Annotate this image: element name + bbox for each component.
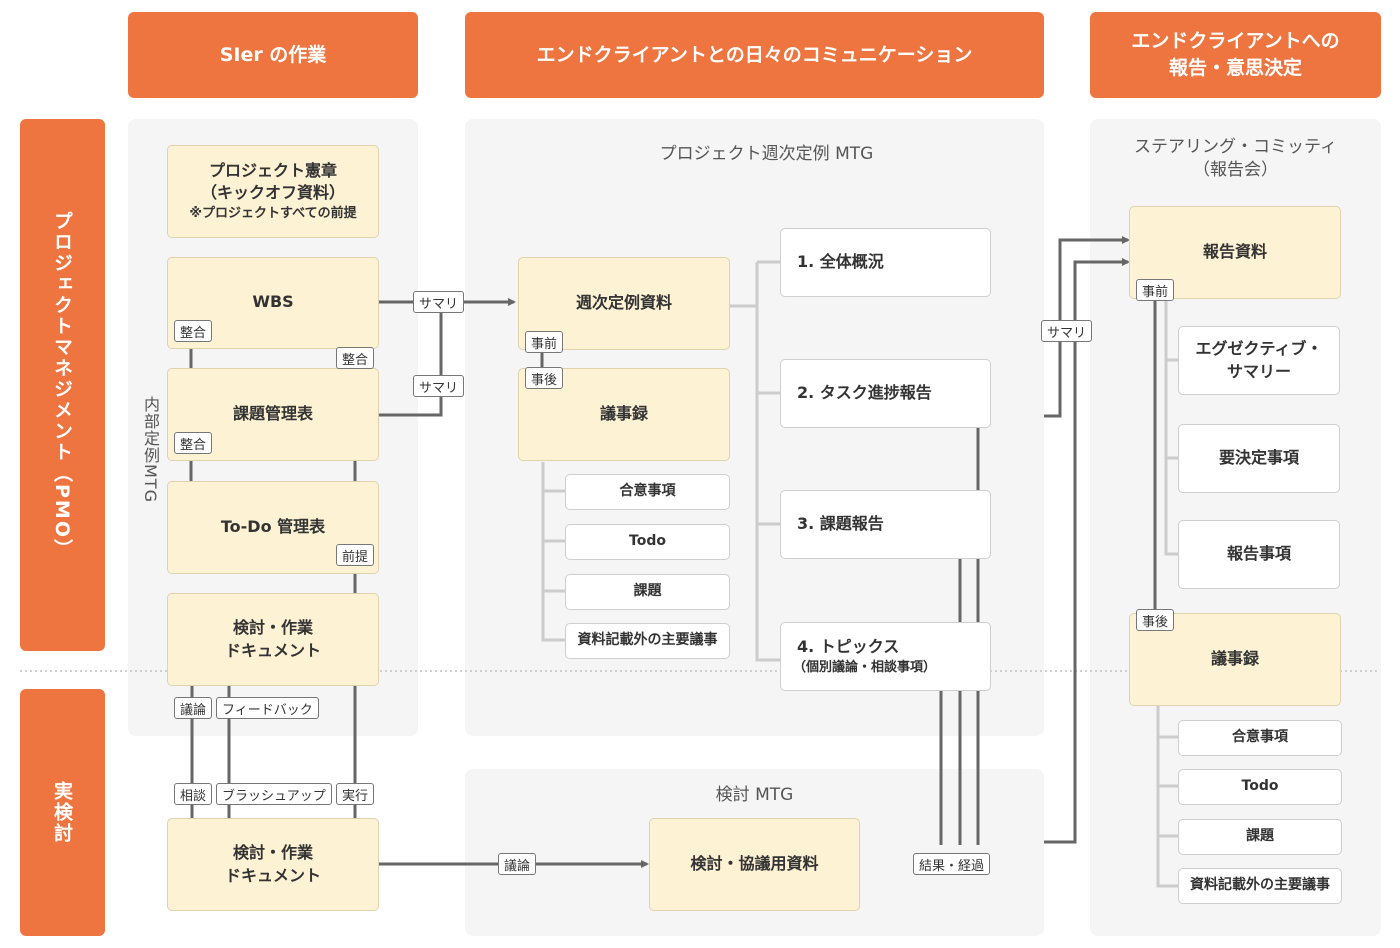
steering-minutes-item: 資料記載外の主要議事 xyxy=(1178,868,1342,904)
steering-minutes-item: 合意事項 xyxy=(1178,720,1342,756)
weekly-minutes-item: 課題 xyxy=(565,574,730,610)
steering-minutes-item: Todo xyxy=(1178,769,1342,805)
steering-minutes-item: 課題 xyxy=(1178,819,1342,855)
tag-result-progress: 結果・経過 xyxy=(913,853,991,875)
project-charter-subtitle: （キックオフ資料） xyxy=(200,183,345,203)
review-doc-line2: ドキュメント xyxy=(224,640,321,660)
tag-discuss-left: 議論 xyxy=(174,697,213,719)
tag-before-steering: 事前 xyxy=(1136,279,1175,301)
steering-committee-title: ステアリング・コミッティ （報告会） xyxy=(1134,137,1337,180)
review-doc-line1: 検討・作業 xyxy=(232,843,313,863)
review-material-box: 検討・協議用資料 xyxy=(649,818,860,911)
tag-consult: 相談 xyxy=(174,783,213,805)
executive-summary-box: エグゼクティブ・ サマリー xyxy=(1178,326,1340,395)
tag-summary-issues: サマリ xyxy=(413,375,465,397)
review-doc-line1: 検討・作業 xyxy=(232,618,313,638)
report-items-box: 報告事項 xyxy=(1178,520,1340,589)
tag-summary-wbs: サマリ xyxy=(413,291,465,313)
internal-mtg-label: 内部定例MTG xyxy=(141,396,160,503)
tag-feedback: フィードバック xyxy=(216,697,319,719)
header-report-decision: エンドクライアントへの 報告・意思決定 xyxy=(1090,12,1381,98)
tag-premise: 前提 xyxy=(336,544,375,566)
header-daily-communication: エンドクライアントとの日々のコミュニケーション xyxy=(465,12,1044,98)
review-mtg-title: 検討 MTG xyxy=(715,785,794,805)
weekly-minutes-item: 合意事項 xyxy=(565,474,730,510)
tag-discuss-review: 議論 xyxy=(498,853,537,875)
agenda-topics-sub: （個別議論・相談事項） xyxy=(793,659,937,675)
project-charter-box: プロジェクト憲章 （キックオフ資料） ※プロジェクトすべての前提 xyxy=(167,145,379,238)
project-charter-title: プロジェクト憲章 xyxy=(208,161,337,181)
tag-execute: 実行 xyxy=(336,783,375,805)
project-charter-note: ※プロジェクトすべての前提 xyxy=(189,205,357,221)
side-label-jikentou: 実検討 xyxy=(20,689,105,936)
tag-brushup: ブラッシュアップ xyxy=(216,783,332,805)
tag-before-weekly: 事前 xyxy=(525,331,564,353)
side-label-pmo: プロジェクトマネジメント（PMO） xyxy=(20,119,105,651)
tag-after-weekly: 事後 xyxy=(525,367,564,389)
weekly-minutes-item: Todo xyxy=(565,524,730,560)
decision-items-box: 要決定事項 xyxy=(1178,424,1340,493)
header-sier-work: SIer の作業 xyxy=(128,12,418,98)
weekly-mtg-title: プロジェクト週次定例 MTG xyxy=(659,144,874,164)
agenda-item-topics: 4. トピックス （個別議論・相談事項） xyxy=(780,622,991,691)
tag-after-steering: 事後 xyxy=(1136,609,1175,631)
weekly-minutes-item: 資料記載外の主要議事 xyxy=(565,623,730,659)
agenda-item-issue-report: 3. 課題報告 xyxy=(780,490,991,559)
tag-align-3: 整合 xyxy=(336,347,375,369)
agenda-topics-label: 4. トピックス xyxy=(797,637,900,657)
tag-summary-steering: サマリ xyxy=(1041,320,1093,342)
agenda-item-overview: 1. 全体概況 xyxy=(780,228,991,297)
tag-align-2: 整合 xyxy=(174,432,213,454)
tag-align-1: 整合 xyxy=(174,320,213,342)
review-doc-line2: ドキュメント xyxy=(224,865,321,885)
review-document-box-pmo: 検討・作業 ドキュメント xyxy=(167,593,379,686)
agenda-item-task-progress: 2. タスク進捗報告 xyxy=(780,359,991,428)
review-document-box-actual: 検討・作業 ドキュメント xyxy=(167,818,379,911)
